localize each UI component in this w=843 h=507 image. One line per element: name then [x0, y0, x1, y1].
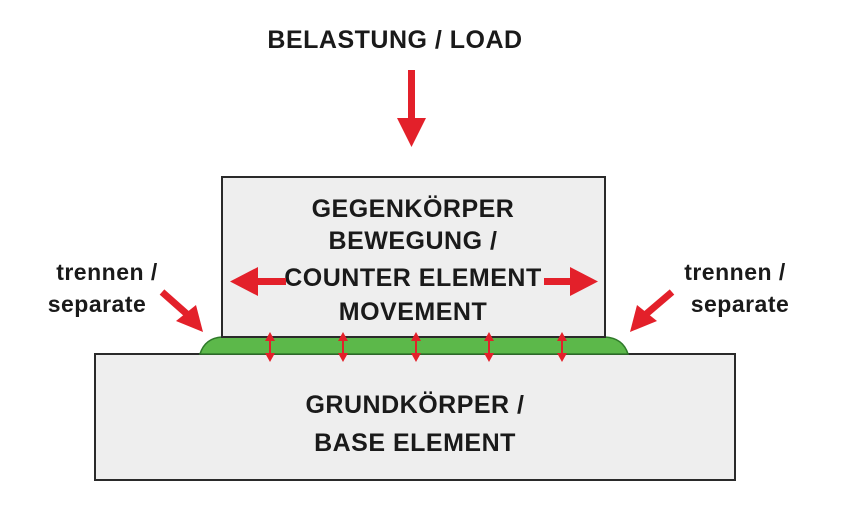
base-element-line-2: BASE ELEMENT — [314, 429, 516, 457]
counter-element-line-3: COUNTER ELEMENT — [284, 264, 542, 292]
film-double-arrows — [265, 332, 567, 362]
separate-left-line-2: separate — [48, 291, 147, 317]
double-arrow-icon — [484, 332, 494, 362]
load-label: BELASTUNG / LOAD — [267, 26, 522, 54]
double-arrow-icon — [265, 332, 275, 362]
separate-right-line-2: separate — [691, 291, 790, 317]
counter-element-line-4: MOVEMENT — [339, 298, 487, 326]
load-arrow-icon — [397, 70, 426, 147]
separate-right-arrow-icon — [630, 289, 675, 332]
movement-left-arrow-icon — [230, 267, 286, 296]
double-arrow-icon — [338, 332, 348, 362]
separate-left-arrow-icon — [159, 289, 203, 332]
base-element-line-1: GRUNDKÖRPER / — [305, 390, 524, 419]
movement-right-arrow-icon — [544, 267, 598, 296]
double-arrow-icon — [411, 332, 421, 362]
counter-element-line-2: BEWEGUNG / — [329, 227, 498, 255]
separate-right-line-1: trennen / — [684, 259, 786, 285]
counter-element-line-1: GEGENKÖRPER — [312, 194, 515, 223]
double-arrow-icon — [557, 332, 567, 362]
base-element-block — [94, 353, 736, 481]
separate-left-line-1: trennen / — [56, 259, 158, 285]
